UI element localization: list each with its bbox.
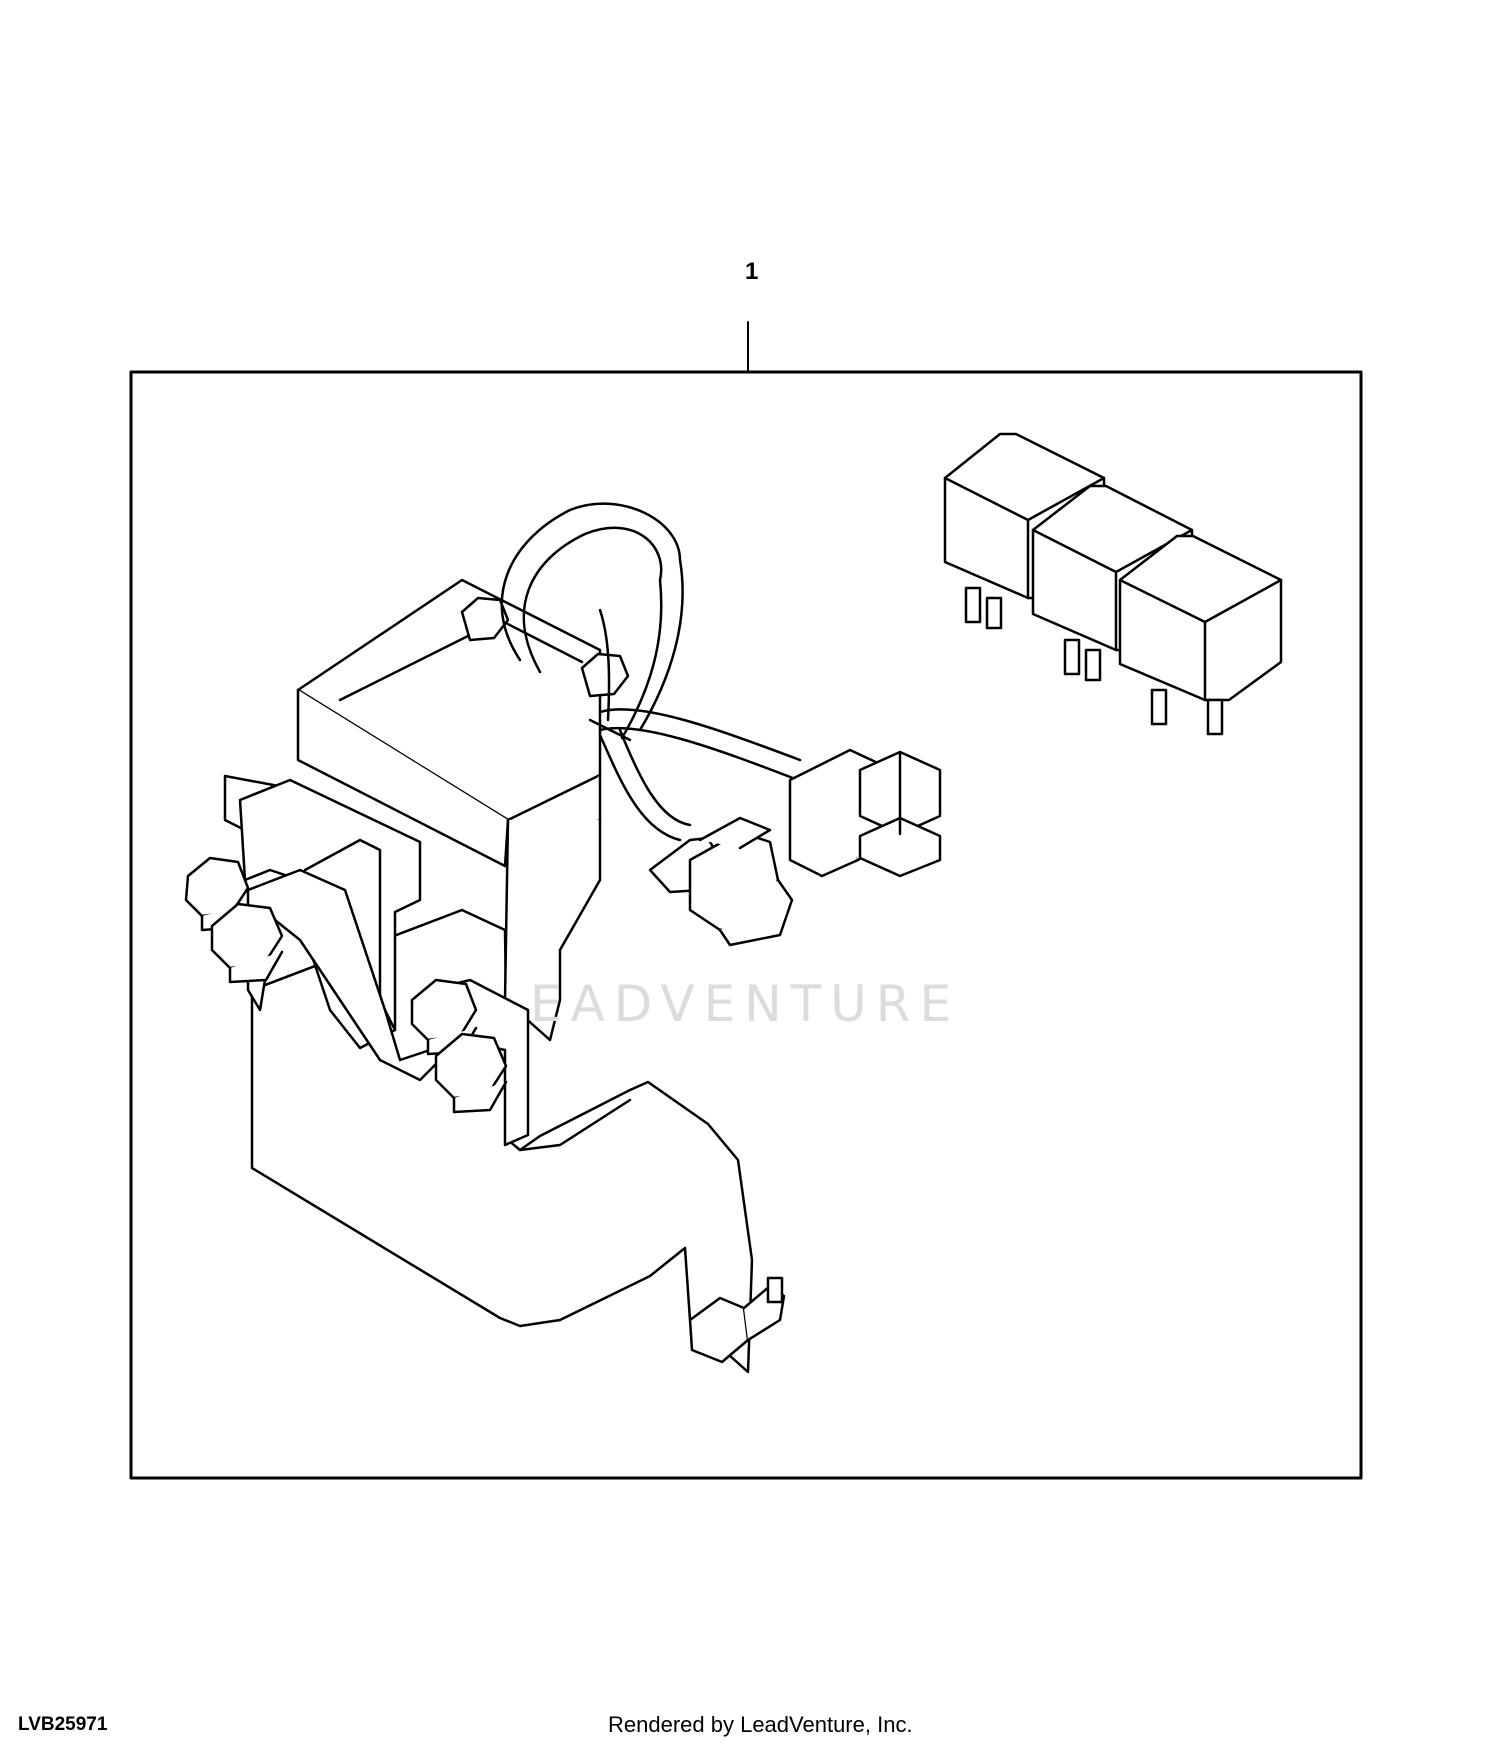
relay-3 [1118, 534, 1283, 702]
relay-cluster [943, 432, 1283, 736]
kit-frame [129, 370, 1363, 1480]
watermark-text: EADVENTURE [530, 975, 961, 1033]
harness-wire-b [598, 733, 682, 842]
terminal-bolt-3 [410, 978, 478, 1042]
harness-wire-a [598, 708, 802, 762]
figure-id: LVB25971 [18, 1714, 108, 1735]
front-flange [246, 868, 530, 1147]
terminal-bolt-4 [434, 1032, 508, 1100]
solenoid-body [223, 578, 602, 1042]
connector-small [648, 816, 794, 947]
terminal-bolt-2 [210, 902, 284, 970]
connector-large [788, 748, 942, 878]
terminal-bolts [184, 856, 508, 1114]
render-credit: Rendered by LeadVenture, Inc. [608, 1712, 913, 1737]
bracket-bolt [688, 1276, 786, 1364]
terminal-bolt-1 [184, 856, 250, 918]
harness-loop [500, 502, 684, 732]
top-bolts [460, 596, 630, 698]
callout-number: 1 [745, 258, 759, 285]
